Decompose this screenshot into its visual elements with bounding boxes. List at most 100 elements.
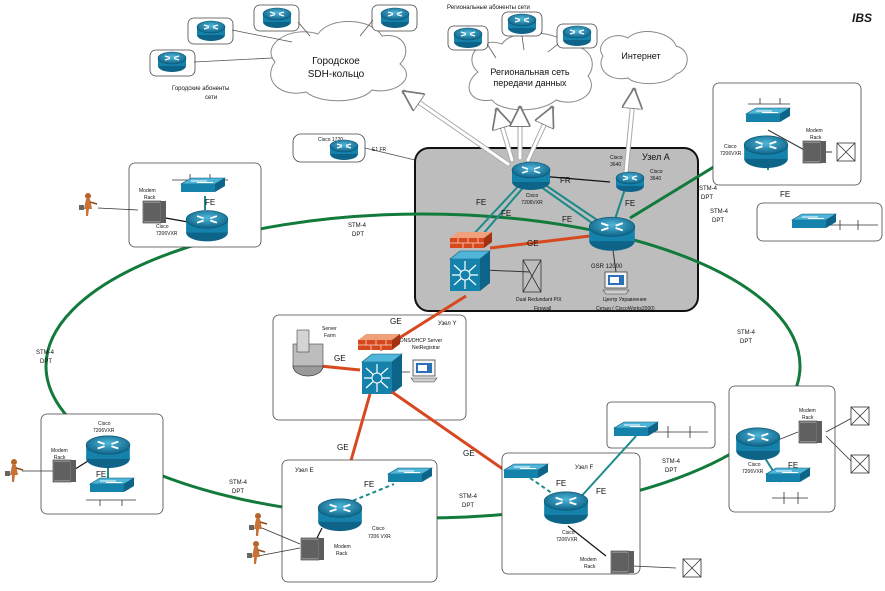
r-cisco-label-1: Cisco [748, 462, 761, 468]
tr-cisco-label-2: 7206VXR [720, 151, 742, 157]
dns-label-1: DNS/DHCP Server [400, 338, 442, 344]
f-fe-label-2: FE [596, 487, 606, 496]
tr-cisco-label-1: Cisco [724, 144, 737, 150]
cisco-1720-box: Cisco 1720 E1 FR [292, 133, 416, 163]
node-a-labels: Cisco 7206VXR Cisco 3640 Cisco 3640 FR F… [476, 155, 663, 312]
cloud-label-5: Интернет [621, 51, 660, 61]
dns-label-2: NetRegistrar [412, 345, 440, 351]
pix-label-1: Dual Redundant PIX [516, 297, 562, 303]
f-modem-label-1: Modem [580, 557, 597, 563]
cisco-3640-b-label-1: Cisco [650, 169, 663, 175]
tr-fe-label: FE [780, 190, 790, 199]
tl-cisco-label-2: 7206VXR [156, 231, 178, 237]
ibs-logo: IBS [852, 11, 872, 25]
regional-subscribers-label: Региональные абоненты сети [447, 5, 530, 11]
node-a-label: Узел А [642, 152, 670, 162]
site-right: Modem Rack Cisco 7206VXR FE [728, 385, 870, 513]
stm4-left-1: STM-4 [36, 350, 55, 356]
left-modem-label-1: Modem [51, 448, 68, 454]
cloud-label-2: SDH-кольцо [308, 69, 365, 80]
ge-label-a: GE [527, 239, 539, 248]
e-cisco-label-2: 7206 VXR [368, 534, 391, 540]
stm4-br-2: DPT [665, 468, 677, 474]
f-cisco-label-1: Cisco [562, 530, 575, 536]
fe-label-1: FE [476, 198, 486, 207]
tl-modem-label-1: Modem [139, 188, 156, 194]
r-fe-label: FE [788, 461, 798, 470]
fe-label-4: FE [625, 199, 635, 208]
left-fe-label: FE [96, 470, 106, 479]
node-y: Узел Y Server Farm DNS/DHCP Server NetRe… [272, 294, 467, 421]
city-subscribers-label-2: сети [205, 95, 217, 101]
gsr-label: GSR 12000 [591, 264, 623, 270]
stm4-right-1: STM-4 [737, 330, 756, 336]
node-e: Узел E FE Cisco 7206 VXR Modem Rack [246, 459, 438, 583]
stm4-top-1: STM-4 [348, 223, 367, 229]
left-cisco-label-2: 7206VXR [93, 428, 115, 434]
site-top-right: Cisco 7206VXR Modem Rack FE [712, 82, 883, 242]
fr-label: FR [560, 176, 571, 185]
ge-label-y1: GE [390, 317, 402, 326]
regional-subscribers: Региональные абоненты сети [447, 5, 598, 59]
server-farm-icon [296, 329, 310, 353]
site-left: Cisco 7206VXR Modem Rack FE [4, 413, 164, 515]
tl-cisco-label-1: Cisco [156, 224, 169, 230]
city-subscribers: Городские абоненты сети [149, 4, 418, 101]
tr-modem-label-2: Rack [810, 135, 822, 141]
ge-label-f: GE [463, 449, 475, 458]
stm4-labels: STM-4 DPT STM-4 DPT STM-4 DPT STM-4 DPT … [36, 186, 756, 509]
left-cisco-label-1: Cisco [98, 421, 111, 427]
node-f-label: Узел F [575, 465, 593, 471]
e-modem-label-2: Rack [336, 551, 348, 557]
stm4-bl-2: DPT [232, 489, 244, 495]
cisco-3640-b-label-2: 3640 [650, 176, 661, 182]
stm4-bm-2: DPT [462, 503, 474, 509]
stm4-top-2: DPT [352, 232, 364, 238]
stm4-bm-1: STM-4 [459, 494, 478, 500]
left-modem-label-2: Rack [54, 455, 66, 461]
server-farm-label-1: Server [322, 326, 337, 332]
e-fe-label: FE [364, 480, 374, 489]
internet-cloud: Интернет [600, 31, 688, 84]
tr-modem-label-1: Modem [806, 128, 823, 134]
tl-fe-label: FE [205, 198, 215, 207]
r-modem-label-2: Rack [802, 415, 814, 421]
e-modem-label-1: Modem [334, 544, 351, 550]
r-modem-label-1: Modem [799, 408, 816, 414]
cloud-label-1: Городское [312, 56, 360, 67]
cloud-label-4: передачи данных [493, 78, 567, 88]
r-cisco-label-2: 7206VXR [742, 469, 764, 475]
node-f: Узел F FE FE Cisco 7206VXR Modem Rack [501, 401, 716, 578]
stm4-right-2: DPT [740, 339, 752, 345]
uplink-arrows [404, 90, 634, 175]
cloud-label-3: Региональная сеть [490, 67, 570, 77]
node-a-cisco-label-2: 7206VXR [521, 200, 543, 206]
cisco-1720-label: Cisco 1720 [318, 137, 343, 143]
mgmt-label-2: Сетью ( CiscoWorks2000) [596, 306, 655, 312]
stm4-tr1-2: DPT [701, 195, 713, 201]
stm4-tr1-1: STM-4 [699, 186, 718, 192]
mgmt-label-1: Центр Управления [603, 297, 647, 303]
stm4-tr2-1: STM-4 [710, 209, 729, 215]
f-cisco-label-2: 7206VXR [556, 537, 578, 543]
city-subscribers-label-1: Городские абоненты [172, 86, 229, 92]
cisco-3640-a-label-2: 3640 [610, 162, 621, 168]
cisco-3640-a-label-1: Cisco [610, 155, 623, 161]
pix-label-2: Firewall [534, 306, 551, 312]
node-a-cisco-label-1: Cisco [526, 193, 539, 199]
tl-modem-label-2: Rack [144, 195, 156, 201]
e-cisco-label-1: Cisco [372, 526, 385, 532]
e1-fr-label: E1 FR [372, 147, 387, 153]
ge-label-y2: GE [334, 354, 346, 363]
fe-label-3: FE [562, 215, 572, 224]
ge-label-e: GE [337, 443, 349, 452]
site-top-left: Modem Rack FE Cisco 7206VXR [78, 162, 262, 248]
f-fe-label-1: FE [556, 479, 566, 488]
node-a-devices [449, 161, 645, 295]
node-e-label: Узел E [295, 468, 313, 474]
node-y-label: Узел Y [438, 321, 456, 327]
stm4-tr2-2: DPT [712, 218, 724, 224]
stm4-left-2: DPT [40, 359, 52, 365]
regional-network-cloud: Региональная сеть передачи данных [468, 32, 593, 111]
